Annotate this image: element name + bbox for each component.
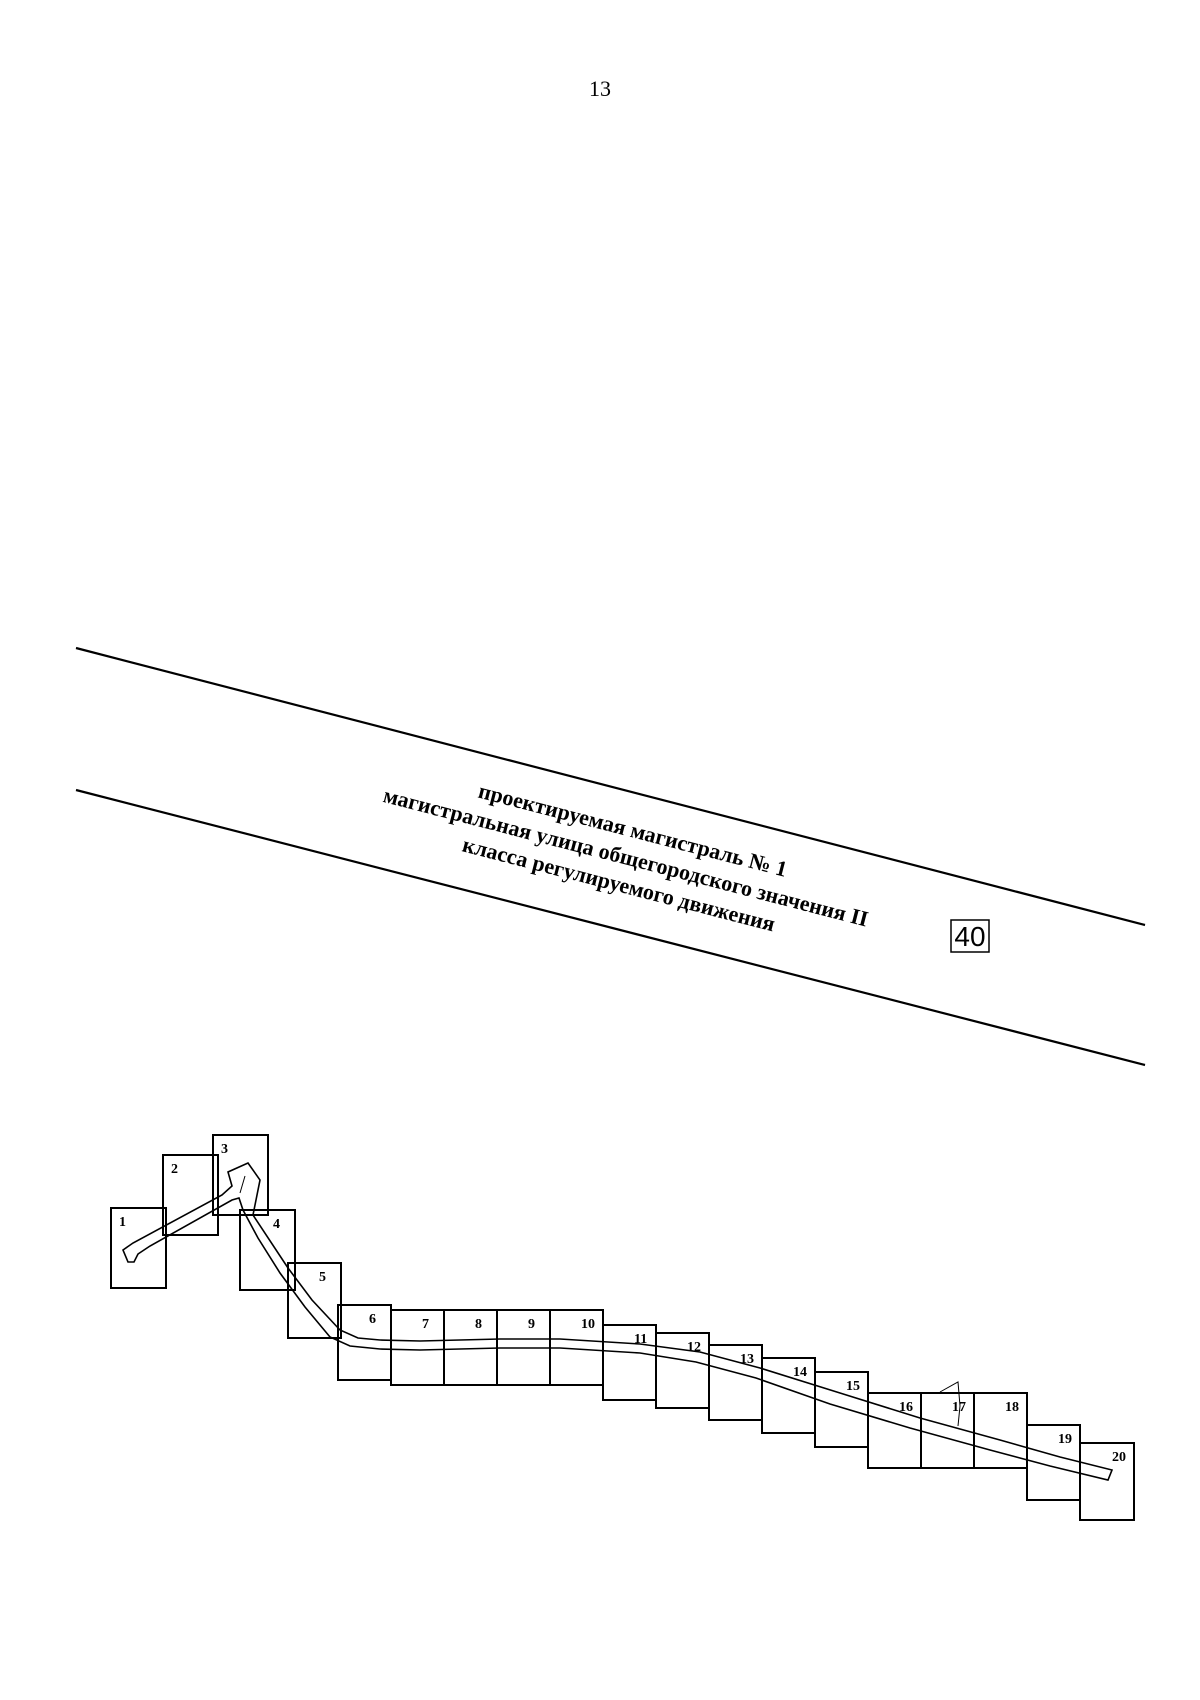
zone-code-box <box>950 919 990 953</box>
sheet-frame <box>110 1207 167 1289</box>
sheet-frame <box>162 1154 219 1236</box>
sheet-label: 12 <box>687 1340 701 1355</box>
sheet-frame <box>602 1324 657 1401</box>
page-number: 13 <box>589 76 611 101</box>
sheet-1: 1 <box>110 1207 167 1289</box>
sheet-label: 9 <box>528 1317 535 1332</box>
sheet-5: 5 <box>287 1262 342 1339</box>
sheet-label: 5 <box>319 1270 326 1285</box>
sheet-frame <box>239 1209 296 1291</box>
sheet-label: 7 <box>422 1317 429 1332</box>
sheet-2: 2 <box>162 1154 219 1236</box>
sheet-label: 17 <box>952 1400 966 1415</box>
sheet-label: 3 <box>221 1142 228 1157</box>
sheet-20: 20 <box>1079 1442 1135 1521</box>
sheet-label: 4 <box>273 1217 280 1232</box>
sheet-label: 2 <box>171 1162 178 1177</box>
sheet-11: 11 <box>602 1324 657 1401</box>
sheet-label: 10 <box>581 1317 595 1332</box>
sheet-label: 18 <box>1005 1400 1019 1415</box>
sheet-label: 11 <box>634 1332 647 1347</box>
sheet-label: 14 <box>793 1365 807 1380</box>
sheet-label: 13 <box>740 1352 754 1367</box>
sheet-label: 8 <box>475 1317 482 1332</box>
sheet-4: 4 <box>239 1209 296 1291</box>
sheet-12: 12 <box>655 1332 710 1409</box>
zone-code: 40 <box>950 919 990 953</box>
road-label-line-2: магистральная улица общегородского значе… <box>381 782 871 931</box>
sheet-label: 19 <box>1058 1432 1072 1447</box>
sheet-label: 1 <box>119 1215 126 1230</box>
sheet-frame <box>1079 1442 1135 1521</box>
sheet-frame <box>655 1332 710 1409</box>
sheet-label: 20 <box>1112 1450 1126 1465</box>
zone-code-text: 40 <box>954 921 985 952</box>
road-lower-boundary <box>75 788 1146 1067</box>
sheet-label: 15 <box>846 1379 860 1394</box>
road-upper-boundary <box>75 646 1146 927</box>
sheet-label: 16 <box>899 1400 913 1415</box>
sheet-frame <box>287 1262 342 1339</box>
road-label: проектируемая магистраль № 1 магистральн… <box>381 778 871 937</box>
sheet-label: 6 <box>369 1312 376 1327</box>
